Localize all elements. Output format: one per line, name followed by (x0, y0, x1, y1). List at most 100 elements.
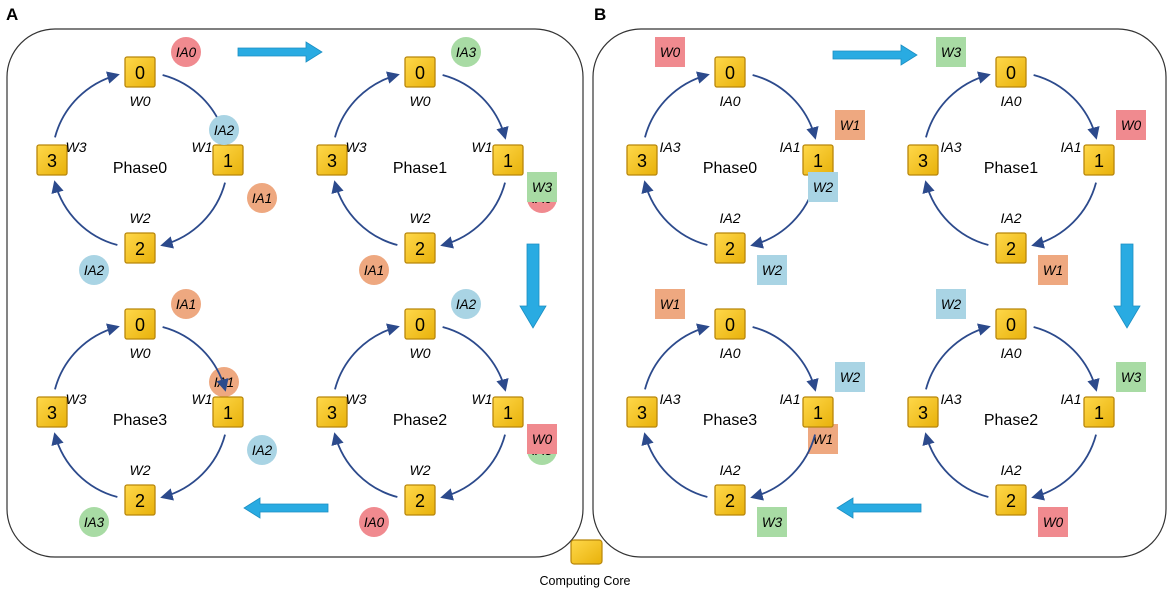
data-tag-box (1038, 255, 1068, 285)
ring-arc-arrow (1033, 74, 1100, 140)
computing-core (714, 56, 746, 88)
phase-title: Phase3 (703, 412, 757, 429)
data-tag-label: W1 (1043, 263, 1063, 278)
data-tag-box (655, 289, 685, 319)
data-tag-box (1038, 507, 1068, 537)
inner-label: W0 (410, 93, 431, 109)
data-tag-label: W1 (660, 297, 680, 312)
inner-label: IA3 (940, 139, 961, 155)
ring-arc-arrow (750, 434, 816, 501)
data-tag-bubble (451, 289, 481, 319)
computing-core (404, 484, 436, 516)
ring-arc-arrow (160, 434, 226, 501)
computing-core (995, 56, 1027, 88)
core-label: 0 (135, 63, 145, 83)
data-tag-bubble (79, 507, 109, 537)
data-tag-label: W2 (941, 297, 962, 312)
data-tag-label: W0 (660, 45, 681, 60)
data-tag-label: IA2 (84, 263, 105, 278)
core-label: 1 (813, 403, 823, 423)
ring-arc-arrow (922, 432, 989, 498)
core-label: 1 (1094, 403, 1104, 423)
computing-core (36, 144, 68, 176)
core-label: 2 (725, 239, 735, 259)
data-tag-box (1116, 362, 1146, 392)
ring-arc-arrow (54, 71, 120, 138)
core-label: 2 (725, 491, 735, 511)
legend: Computing Core (539, 539, 631, 588)
flow-arrow-left (836, 497, 922, 519)
core-label: 3 (918, 403, 928, 423)
data-tag-label: W0 (1043, 515, 1064, 530)
ring-arc-arrow (644, 323, 710, 390)
data-tag-label: IA3 (84, 515, 105, 530)
panel-b-frame (592, 28, 1167, 558)
data-tag-box (757, 507, 787, 537)
computing-core (404, 56, 436, 88)
inner-label: IA1 (779, 391, 800, 407)
computing-core (212, 144, 244, 176)
data-tag-label: IA1 (252, 191, 272, 206)
phase-ring: Phase10W0IA31W1IA02W2IA13W3IA2 (209, 37, 557, 285)
data-tag-box (527, 424, 557, 454)
inner-label: IA0 (1000, 345, 1021, 361)
ring-arc-arrow (644, 71, 710, 138)
core-label: 1 (1094, 151, 1104, 171)
data-tag-label: IA2 (252, 443, 273, 458)
ring-arc-arrow (641, 180, 708, 246)
panel-a-frame (6, 28, 584, 558)
computing-core (404, 308, 436, 340)
computing-core (212, 396, 244, 428)
phase-title: Phase3 (113, 412, 167, 429)
core-label: 3 (47, 403, 57, 423)
computing-core (124, 308, 156, 340)
core-label: 3 (637, 151, 647, 171)
computing-core (124, 56, 156, 88)
computing-core (316, 396, 348, 428)
data-tag-box (936, 289, 966, 319)
core-label: 2 (135, 491, 145, 511)
ring-arc-arrow (752, 74, 819, 140)
core-label: 0 (135, 315, 145, 335)
ring-arc-arrow (51, 180, 118, 246)
core-label: 3 (637, 403, 647, 423)
flow-arrow-down (1113, 243, 1141, 329)
data-tag-label: IA2 (214, 123, 235, 138)
core-label: 3 (327, 151, 337, 171)
data-tag-bubble (451, 37, 481, 67)
computing-core (124, 484, 156, 516)
ring-arc-arrow (440, 182, 506, 249)
computing-core (714, 232, 746, 264)
inner-label: IA2 (719, 210, 740, 226)
data-tag-bubble (359, 255, 389, 285)
inner-label: IA0 (719, 345, 740, 361)
inner-label: IA0 (1000, 93, 1021, 109)
inner-label: W3 (346, 391, 367, 407)
data-tag-label: IA1 (364, 263, 384, 278)
ring-arc-arrow (925, 71, 991, 138)
computing-core (492, 144, 524, 176)
computing-core-legend-icon (570, 539, 603, 565)
ring-arc-arrow (925, 323, 991, 390)
core-label: 0 (1006, 63, 1016, 83)
computing-core (626, 144, 658, 176)
inner-label: W3 (66, 139, 87, 155)
data-tag-label: IA0 (364, 515, 385, 530)
computing-core (316, 144, 348, 176)
panel-a-label: A (6, 5, 18, 24)
data-tag-box (835, 110, 865, 140)
phase-title: Phase1 (984, 160, 1038, 177)
inner-label: IA2 (719, 462, 740, 478)
core-label: 2 (415, 491, 425, 511)
computing-core (995, 232, 1027, 264)
ring-arc-arrow (641, 432, 708, 498)
data-tag-box (835, 362, 865, 392)
data-tag-label: W2 (813, 180, 834, 195)
inner-label: W1 (192, 139, 213, 155)
data-tag-bubble (171, 289, 201, 319)
data-tag-label: W1 (813, 432, 833, 447)
data-tag-label: W2 (762, 263, 783, 278)
phase-title: Phase0 (113, 160, 167, 177)
